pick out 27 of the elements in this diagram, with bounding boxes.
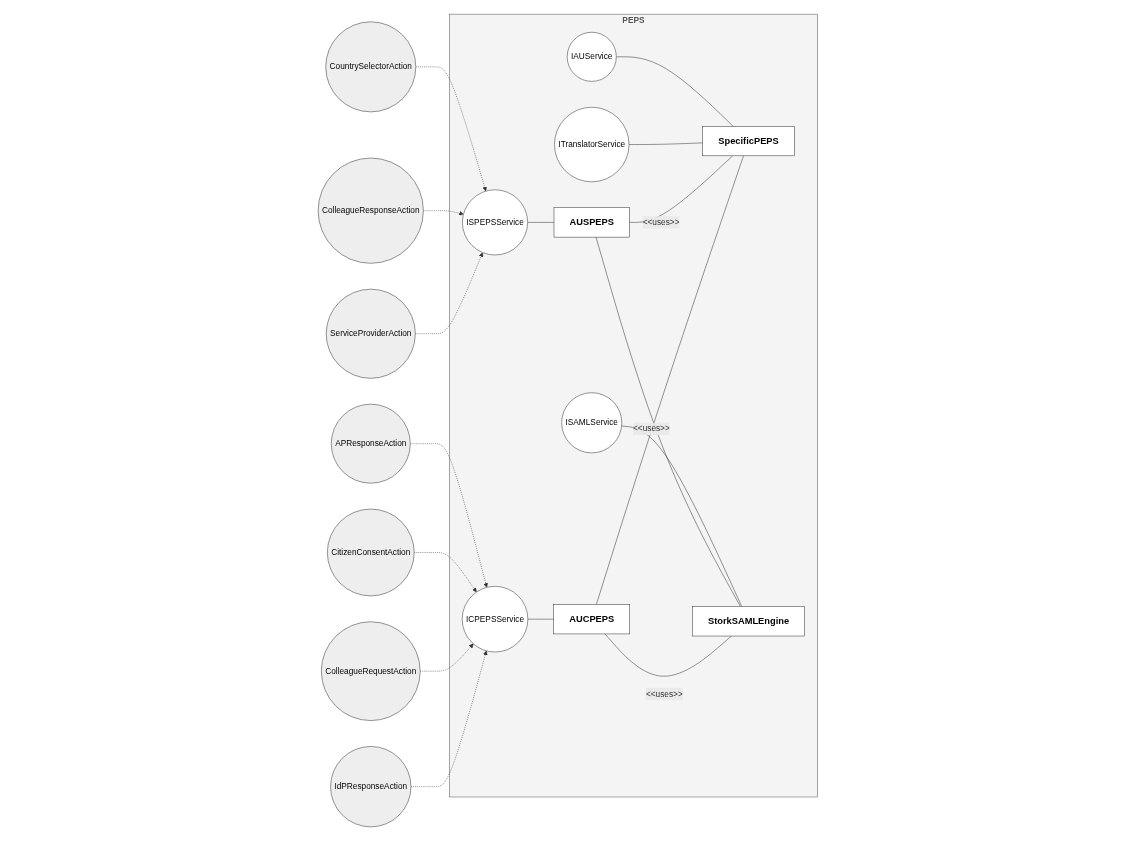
node-circle: ITranslatorService	[553, 106, 629, 183]
node-circle: CitizenConsentAction	[326, 508, 415, 597]
connector	[628, 142, 703, 145]
connector	[604, 633, 732, 677]
node-circle: ColleagueRequestAction	[320, 621, 421, 721]
node-circle: ISAMLService	[561, 392, 622, 454]
connector	[527, 618, 554, 620]
node-box: AUCPEPS	[553, 604, 630, 635]
node-circle: APResponseAction	[330, 403, 411, 484]
connector	[621, 425, 742, 607]
connector	[595, 236, 741, 607]
node-box: SpecificPEPS	[702, 126, 795, 157]
connector	[527, 222, 554, 223]
node-circle: CountrySelectorAction	[325, 21, 416, 113]
node-box: AUSPEPS	[553, 207, 630, 238]
node-circle: IAUService	[566, 32, 617, 82]
node-circle: ColleagueResponseAction	[317, 157, 424, 264]
node-circle: ServiceProviderAction	[325, 288, 416, 379]
edge-label: <<uses>>	[645, 689, 683, 699]
node-circle: IdPResponseAction	[329, 746, 411, 828]
node-circle: ICPEPSService	[461, 586, 528, 653]
connector	[595, 155, 744, 605]
node-circle: ISPEPSService	[461, 189, 528, 256]
node-box: StorkSAMLEngine	[691, 606, 805, 637]
edge-label: <<uses>>	[642, 217, 680, 227]
edge-label: <<uses>>	[632, 424, 670, 433]
connector	[628, 155, 733, 223]
